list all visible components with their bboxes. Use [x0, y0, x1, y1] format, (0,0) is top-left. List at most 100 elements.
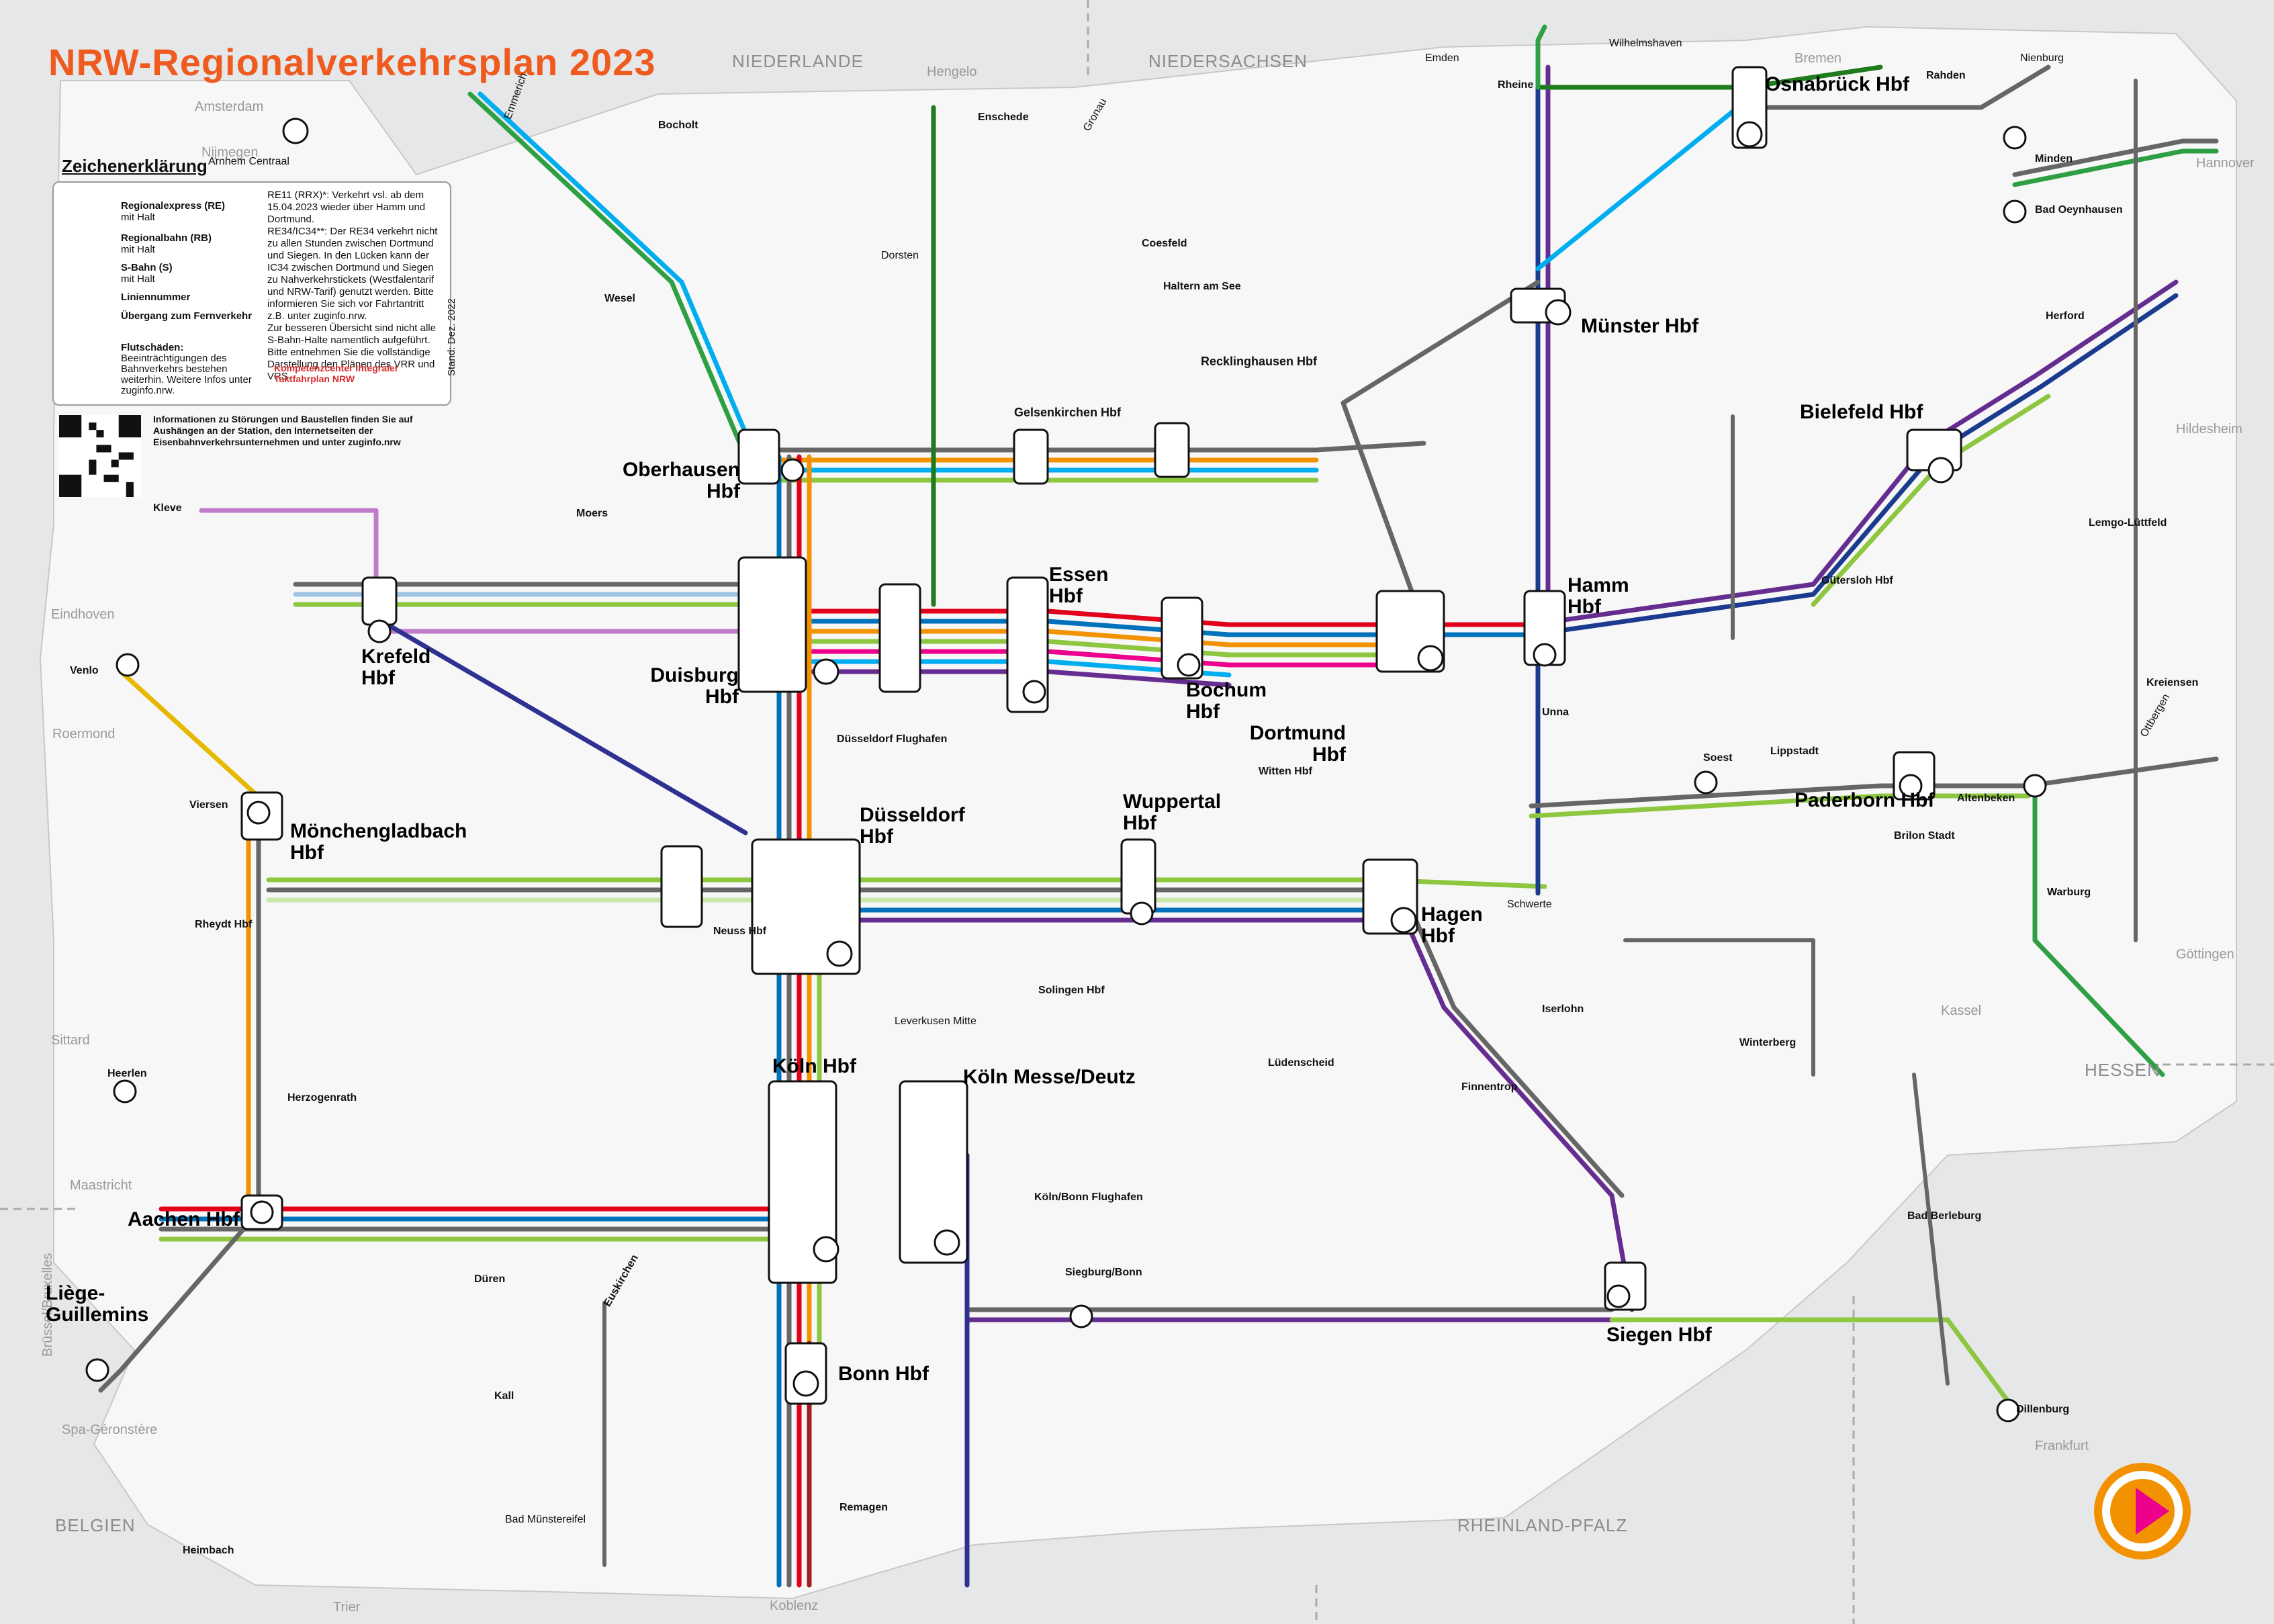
hub-krefeld[interactable]: Krefeld Hbf: [361, 646, 435, 689]
stn-unna[interactable]: Unna: [1542, 707, 1569, 719]
hub-muenster[interactable]: Münster Hbf: [1581, 316, 1698, 337]
hub-duisburg[interactable]: Duisburg Hbf: [645, 665, 739, 708]
stn-duesseldorf-flughafen[interactable]: Düsseldorf Flughafen: [837, 733, 947, 746]
qr-code[interactable]: [59, 415, 141, 497]
dest-maastricht: Maastricht: [70, 1178, 132, 1193]
kompetenzcenter-label: Kompetenzcenter Integraler Taktfahrplan …: [274, 363, 422, 384]
stn-herford[interactable]: Herford: [2046, 310, 2085, 322]
stn-rheine[interactable]: Rheine: [1498, 79, 1533, 91]
stn-minden[interactable]: Minden: [2035, 153, 2073, 165]
region-hessen: HESSEN: [2085, 1060, 2161, 1081]
stn-nienburg[interactable]: Nienburg: [2020, 52, 2064, 64]
stn-bocholt[interactable]: Bocholt: [658, 120, 698, 132]
hub-duesseldorf[interactable]: Düsseldorf Hbf: [860, 805, 981, 848]
stn-viersen[interactable]: Viersen: [189, 799, 228, 811]
stn-rahden[interactable]: Rahden: [1926, 70, 1966, 82]
hub-koeln[interactable]: Köln Hbf: [772, 1056, 856, 1077]
region-niederlande: NIEDERLANDE: [732, 51, 864, 72]
hub-dortmund[interactable]: Dortmund Hbf: [1245, 723, 1346, 766]
stn-altenbeken[interactable]: Altenbeken: [1957, 793, 2015, 805]
stn-wilhelmshaven[interactable]: Wilhelmshaven: [1609, 38, 1682, 50]
stn-dueren[interactable]: Düren: [474, 1273, 505, 1285]
stn-wesel[interactable]: Wesel: [604, 293, 635, 305]
stn-herzogenrath[interactable]: Herzogenrath: [287, 1092, 357, 1104]
stn-rheydt[interactable]: Rheydt Hbf: [195, 919, 252, 931]
legend-sbahn: S-Bahn (S)mit Halt: [121, 262, 173, 285]
stn-coesfeld[interactable]: Coesfeld: [1142, 238, 1187, 250]
hub-wuppertal[interactable]: Wuppertal Hbf: [1123, 791, 1203, 834]
hub-essen[interactable]: Essen Hbf: [1049, 564, 1123, 607]
stn-haltern[interactable]: Haltern am See: [1163, 281, 1241, 293]
stn-dillenburg[interactable]: Dillenburg: [2016, 1404, 2069, 1416]
dest-amsterdam: Amsterdam: [195, 99, 263, 115]
hub-hagen[interactable]: Hagen Hbf: [1421, 904, 1488, 947]
stn-remagen[interactable]: Remagen: [839, 1502, 888, 1514]
dest-bremen: Bremen: [1794, 51, 1841, 66]
hub-bonn[interactable]: Bonn Hbf: [838, 1363, 929, 1385]
stn-siegburg[interactable]: Siegburg/Bonn: [1065, 1267, 1142, 1279]
region-niedersachsen: NIEDERSACHSEN: [1148, 51, 1308, 72]
stn-solingen[interactable]: Solingen Hbf: [1038, 985, 1105, 997]
hub-liege[interactable]: Liège-Guillemins: [46, 1283, 167, 1326]
hub-paderborn[interactable]: Paderborn Hbf: [1794, 790, 1934, 811]
legend-flut: Flutschäden:Beeinträchtigungen des Bahnv…: [121, 343, 255, 396]
stn-kleve[interactable]: Kleve: [153, 502, 182, 514]
legend-rb: Regionalbahn (RB)mit Halt: [121, 232, 212, 255]
stn-heimbach[interactable]: Heimbach: [183, 1545, 234, 1557]
stn-enschede[interactable]: Enschede: [978, 111, 1029, 124]
hub-siegen[interactable]: Siegen Hbf: [1606, 1324, 1712, 1346]
stn-brilon[interactable]: Brilon Stadt: [1894, 830, 1955, 842]
stn-leverkusen[interactable]: Leverkusen Mitte: [895, 1016, 976, 1028]
hub-bochum[interactable]: Bochum Hbf: [1186, 680, 1287, 723]
dest-eindhoven: Eindhoven: [51, 607, 115, 623]
stn-emden[interactable]: Emden: [1425, 52, 1459, 64]
hub-koeln-messe-deutz[interactable]: Köln Messe/Deutz: [963, 1067, 1136, 1088]
stn-luedenscheid[interactable]: Lüdenscheid: [1268, 1057, 1334, 1069]
hub-moenchengladbach[interactable]: Mönchengladbach Hbf: [290, 821, 411, 864]
hub-oberhausen[interactable]: Oberhausen Hbf: [612, 459, 740, 502]
dest-sittard: Sittard: [51, 1033, 90, 1048]
stn-bad-oeynhausen[interactable]: Bad Oeynhausen: [2035, 204, 2123, 216]
stn-heerlen[interactable]: Heerlen: [107, 1068, 147, 1080]
stn-iserlohn[interactable]: Iserlohn: [1542, 1003, 1584, 1016]
page-title: NRW-Regionalverkehrsplan 2023: [48, 40, 656, 84]
stn-kall[interactable]: Kall: [494, 1390, 514, 1402]
legend-fernverkehr: Übergang zum Fernverkehr: [121, 310, 252, 322]
dest-hannover: Hannover: [2196, 156, 2255, 171]
hub-hamm[interactable]: Hamm Hbf: [1567, 575, 1635, 618]
stn-neuss[interactable]: Neuss Hbf: [713, 926, 766, 938]
note-re11: RE11 (RRX)*: Verkehrt vsl. ab dem 15.04.…: [267, 189, 442, 226]
stn-winterberg[interactable]: Winterberg: [1739, 1037, 1796, 1049]
qr-info-text: Informationen zu Störungen und Baustelle…: [153, 414, 442, 448]
stn-finnentrop[interactable]: Finnentrop: [1461, 1081, 1518, 1093]
note-re34: RE34/IC34**: Der RE34 verkehrt nicht zu …: [267, 226, 442, 322]
stn-schwerte[interactable]: Schwerte: [1507, 899, 1552, 911]
region-belgien: BELGIEN: [55, 1515, 136, 1536]
hub-gelsenkirchen[interactable]: Gelsenkirchen Hbf: [1014, 406, 1121, 420]
hub-osnabrueck[interactable]: Osnabrück Hbf: [1765, 74, 1909, 95]
stn-guetersloh[interactable]: Gütersloh Hbf: [1821, 575, 1893, 587]
stn-arnhem[interactable]: Arnhem Centraal: [208, 156, 289, 168]
stn-lemgo[interactable]: Lemgo-Lüttfeld: [2089, 517, 2167, 529]
stn-koeln-bonn-flughafen[interactable]: Köln/Bonn Flughafen: [1034, 1191, 1143, 1204]
dest-trier: Trier: [333, 1600, 360, 1615]
stn-dorsten[interactable]: Dorsten: [881, 250, 919, 262]
hub-recklinghausen[interactable]: Recklinghausen Hbf: [1201, 355, 1317, 369]
stn-lippstadt[interactable]: Lippstadt: [1770, 746, 1819, 758]
mobil-nrw-logo: [2094, 1463, 2191, 1560]
stn-kreiensen[interactable]: Kreiensen: [2146, 677, 2198, 689]
stn-warburg[interactable]: Warburg: [2047, 887, 2091, 899]
legend-notes: RE11 (RRX)*: Verkehrt vsl. ab dem 15.04.…: [267, 189, 442, 383]
dest-goettingen: Göttingen: [2176, 947, 2234, 962]
hub-aachen[interactable]: Aachen Hbf: [128, 1209, 240, 1230]
stn-venlo[interactable]: Venlo: [70, 665, 99, 677]
hub-bielefeld[interactable]: Bielefeld Hbf: [1800, 402, 1923, 423]
stn-moers[interactable]: Moers: [576, 508, 608, 520]
legend-heading: Zeichenerklärung: [62, 156, 208, 177]
dest-koblenz: Koblenz: [770, 1598, 818, 1614]
dest-spa: Spa-Géronstère: [62, 1423, 157, 1438]
stn-bad-berleburg[interactable]: Bad Berleburg: [1907, 1210, 1981, 1222]
stn-soest[interactable]: Soest: [1703, 752, 1733, 764]
stn-bad-muenstereifel[interactable]: Bad Münstereifel: [505, 1514, 586, 1526]
stn-witten[interactable]: Witten Hbf: [1259, 766, 1312, 778]
